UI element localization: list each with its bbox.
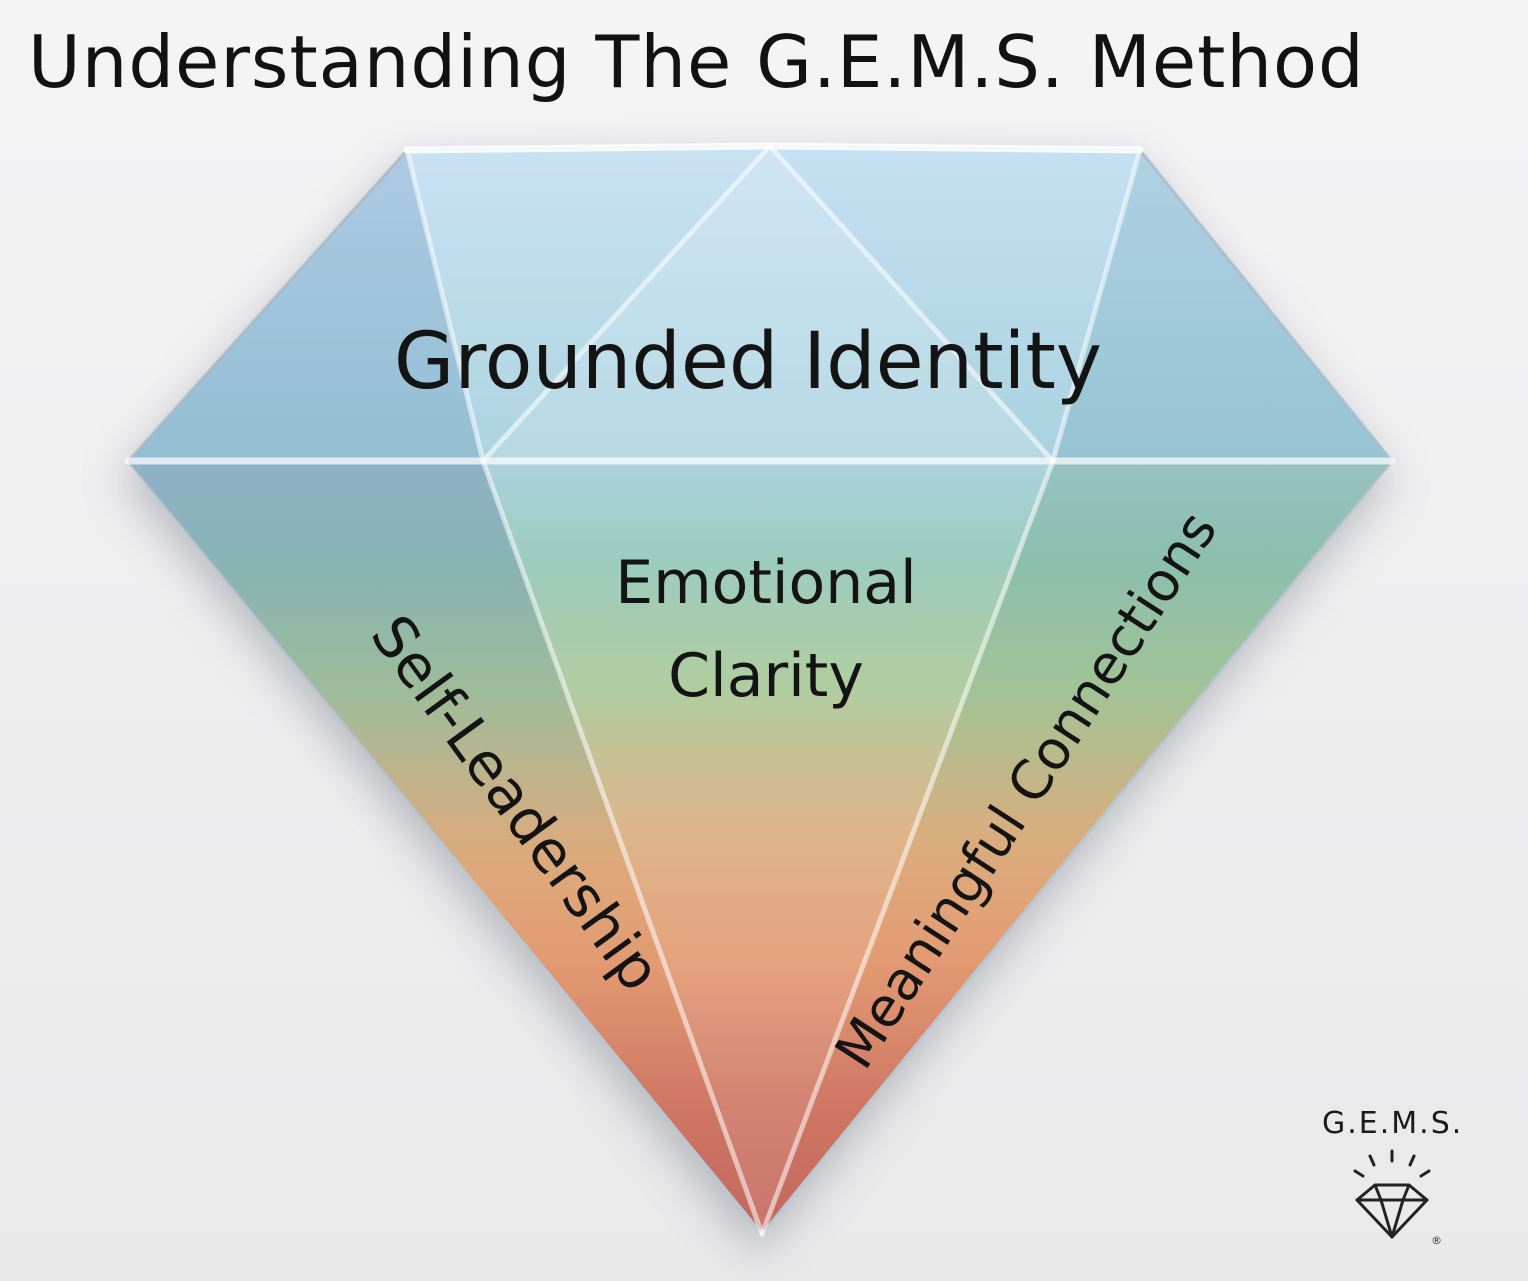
gems-logo-icon-wrap: ® bbox=[1336, 1145, 1448, 1249]
facet-shading-group bbox=[128, 146, 1392, 1234]
facet-pavilion-right bbox=[762, 461, 1392, 1234]
facet-edge-lines bbox=[404, 143, 1143, 1237]
facet-label-grounded-identity: Grounded Identity bbox=[393, 317, 1103, 407]
gems-logo-text: G.E.M.S. bbox=[1322, 1106, 1464, 1141]
page-title: Understanding The G.E.M.S. Method bbox=[28, 20, 1365, 104]
registered-trademark: ® bbox=[1431, 1234, 1442, 1247]
facet-crown-outer-left bbox=[128, 150, 483, 461]
facet-crown-table bbox=[483, 146, 1053, 461]
facet-crown-outer-right bbox=[1053, 150, 1392, 461]
diamond-sparkle-icon bbox=[1353, 1149, 1431, 1239]
facet-pavilion-center bbox=[483, 461, 1053, 1234]
gems-logo: G.E.M.S. bbox=[1322, 1106, 1462, 1249]
facet-label-emotional-clarity: Emotional Clarity bbox=[615, 548, 917, 711]
facet-pavilion-left bbox=[128, 461, 762, 1234]
facet-crown-upper-left bbox=[407, 146, 770, 461]
rim-highlights bbox=[124, 142, 1396, 465]
facet-crown-upper-right bbox=[770, 146, 1140, 461]
